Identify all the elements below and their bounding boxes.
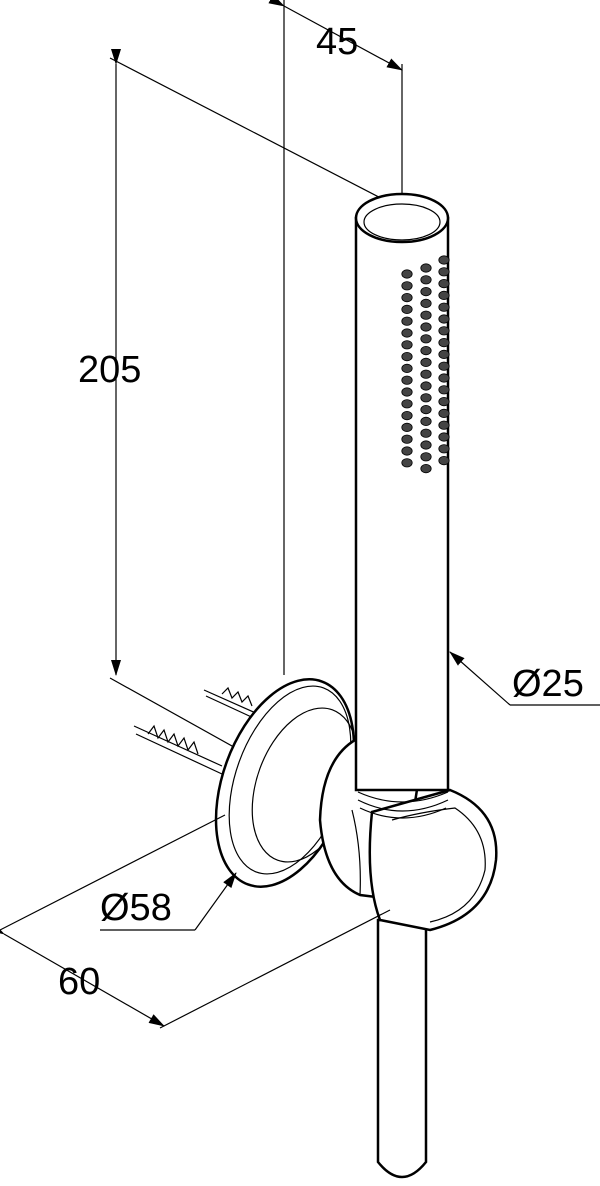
hand-shower-collar: [357, 791, 449, 803]
nozzle: [401, 316, 413, 326]
nozzle: [420, 334, 432, 344]
dim-60-extension-left: [0, 814, 226, 931]
nozzle: [438, 326, 450, 336]
nozzle: [438, 432, 450, 442]
nozzle: [420, 310, 432, 320]
dimension-205: 205: [78, 49, 401, 771]
nozzle: [420, 452, 432, 462]
dim-45-label: 45: [316, 21, 358, 63]
nozzle: [420, 393, 432, 403]
nozzle: [438, 396, 450, 407]
screw-upper: [203, 686, 259, 721]
nozzle: [438, 444, 450, 454]
nozzle: [438, 408, 450, 418]
wall-screws: [133, 686, 259, 775]
nozzle: [438, 349, 450, 359]
dim-205-extension-top: [109, 57, 401, 209]
hand-shower-head-top: [354, 192, 450, 244]
nozzle: [420, 345, 432, 356]
dim-60-line: [0, 922, 165, 1027]
dim-d58-leader: [194, 872, 237, 931]
nozzle: [420, 286, 432, 297]
nozzle: [401, 281, 413, 291]
hose-tube: [376, 918, 428, 1179]
dim-d58-label: Ø58: [100, 887, 172, 929]
nozzle: [401, 375, 413, 385]
nozzle: [401, 458, 413, 468]
nozzle: [401, 434, 413, 444]
nozzle: [420, 404, 432, 415]
nozzle: [401, 363, 413, 373]
nozzle: [401, 351, 413, 362]
nozzle: [420, 298, 432, 308]
nozzle: [401, 269, 413, 279]
dim-45-line: [268, 0, 403, 71]
dimension-d25: Ø25: [449, 651, 600, 706]
nozzle: [438, 278, 450, 289]
hand-shower-handle: [354, 216, 450, 792]
nozzle: [420, 369, 432, 379]
dimension-60: 60: [0, 814, 391, 1029]
nozzle: [438, 385, 450, 395]
nozzle: [420, 463, 432, 474]
screw-lower: [133, 724, 223, 775]
nozzle: [420, 263, 432, 273]
holder-cradle-edge: [391, 807, 486, 923]
nozzle: [438, 302, 450, 312]
nozzle: [401, 446, 413, 456]
nozzle: [401, 410, 413, 421]
nozzle: [401, 340, 413, 350]
spray-nozzles: [401, 255, 450, 474]
nozzle: [438, 455, 450, 466]
nozzle: [420, 275, 432, 285]
nozzle: [420, 381, 432, 391]
nozzle: [438, 361, 450, 371]
nozzle: [438, 267, 450, 277]
nozzle: [401, 328, 413, 338]
nozzle: [438, 420, 450, 430]
dim-d25-label: Ø25: [512, 663, 584, 705]
shower-hose: [376, 918, 428, 1179]
dim-205-label: 205: [78, 349, 141, 391]
holder-cradle: [368, 788, 498, 932]
nozzle: [420, 322, 432, 332]
dim-60-extension-right: [159, 909, 391, 1029]
dimension-45: 45: [268, 0, 403, 675]
hand-shower: [354, 192, 450, 819]
nozzle: [420, 428, 432, 438]
nozzle: [438, 290, 450, 300]
dimension-d58: Ø58: [100, 872, 237, 931]
nozzle: [401, 399, 413, 409]
dim-d25-leader: [449, 651, 511, 706]
nozzle: [401, 387, 413, 397]
nozzle: [438, 314, 450, 324]
nozzle: [401, 292, 413, 303]
nozzle: [438, 255, 450, 265]
nozzle: [401, 304, 413, 314]
nozzle: [438, 337, 450, 348]
nozzle: [438, 373, 450, 383]
holder-base-edge: [351, 809, 361, 896]
nozzle: [420, 357, 432, 367]
nozzle: [420, 416, 432, 426]
nozzle: [401, 422, 413, 432]
dim-60-label: 60: [58, 961, 100, 1003]
nozzle: [420, 440, 432, 450]
hand-shower-head-rim: [363, 203, 441, 241]
